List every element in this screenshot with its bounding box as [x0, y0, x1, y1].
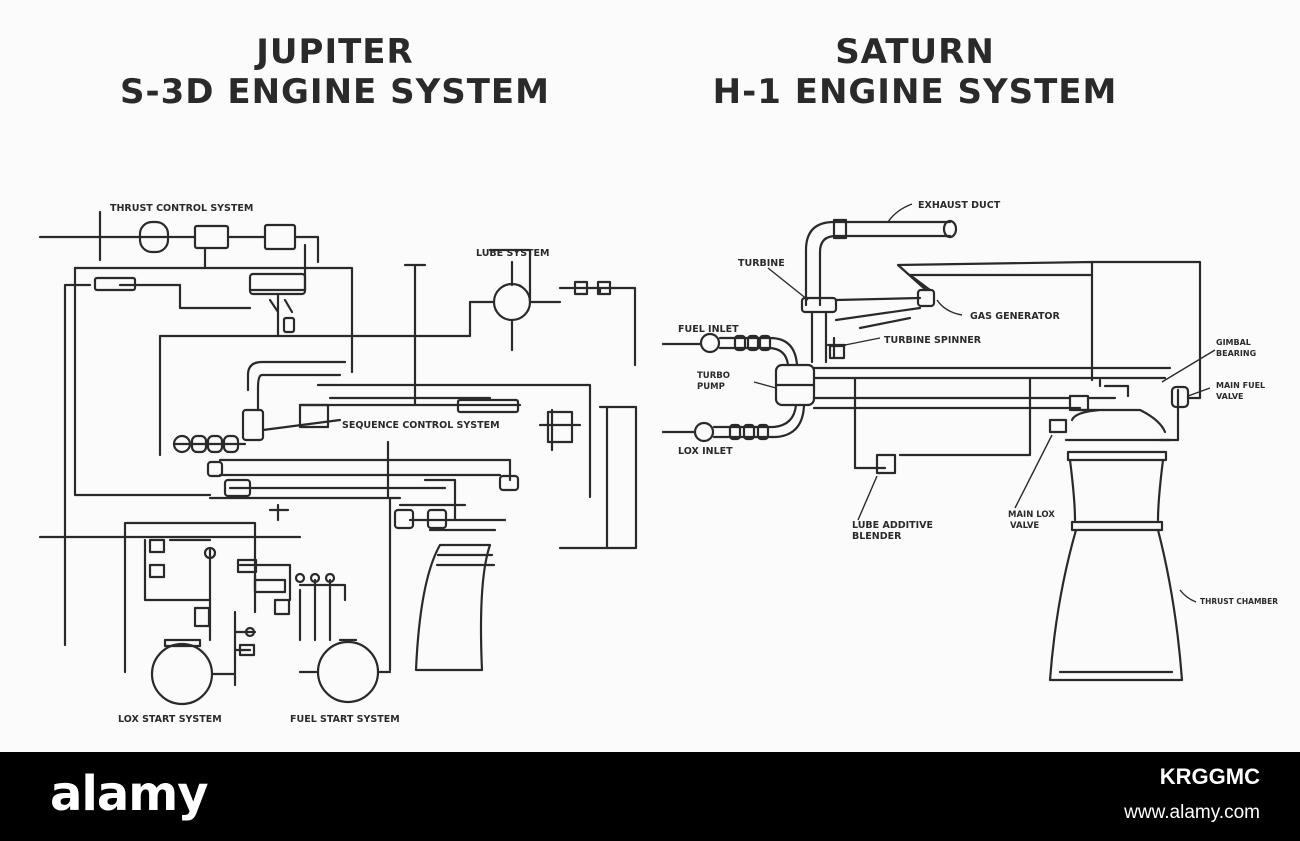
saturn-title-line1: SATURN [835, 32, 995, 72]
saturn-labels: EXHAUST DUCT TURBINE GAS GENERATOR FUEL … [678, 200, 1278, 606]
jupiter-labels: THRUST CONTROL SYSTEM LUBE SYSTEM SEQUEN… [110, 203, 549, 725]
label-main-lox-valve: VALVE [1010, 521, 1039, 531]
label-gimbal: GIMBAL [1216, 338, 1251, 347]
label-turbo: TURBO [697, 371, 730, 381]
label-main-lox: MAIN LOX [1008, 510, 1055, 520]
label-bearing: BEARING [1216, 349, 1256, 358]
label-exhaust-duct: EXHAUST DUCT [918, 200, 1001, 211]
label-blender: BLENDER [852, 531, 902, 542]
jupiter-title: JUPITER S-3D ENGINE SYSTEM [100, 32, 570, 112]
label-fuel-inlet: FUEL INLET [678, 324, 739, 335]
diagram-paper [0, 0, 1300, 752]
label-sequence-control-system: SEQUENCE CONTROL SYSTEM [342, 420, 500, 431]
label-turbine: TURBINE [738, 258, 785, 269]
label-lox-inlet: LOX INLET [678, 446, 733, 457]
saturn-title-line2: H-1 ENGINE SYSTEM [712, 72, 1118, 112]
label-turbine-spinner: TURBINE SPINNER [884, 335, 982, 346]
jupiter-title-line1: JUPITER [256, 32, 414, 72]
label-main-fuel: MAIN FUEL [1216, 381, 1265, 390]
saturn-title: SATURN H-1 ENGINE SYSTEM [700, 32, 1130, 112]
stock-footer: alamy KRGGMC www.alamy.com [0, 752, 1300, 841]
label-gas-generator: GAS GENERATOR [970, 311, 1061, 322]
label-thrust-control-system: THRUST CONTROL SYSTEM [110, 203, 253, 214]
label-main-fuel-valve: VALVE [1216, 392, 1244, 401]
saturn-schematic [661, 218, 1202, 682]
jupiter-title-line2: S-3D ENGINE SYSTEM [120, 72, 550, 112]
alamy-logo: alamy [50, 766, 209, 822]
label-lube-additive: LUBE ADDITIVE [852, 520, 933, 531]
image-id: KRGGMC [1159, 764, 1260, 789]
label-pump: PUMP [697, 382, 725, 392]
saturn-leaders [668, 203, 1216, 603]
site-url: www.alamy.com [1124, 802, 1260, 823]
label-lox-start-system: LOX START SYSTEM [118, 714, 222, 725]
label-thrust-chamber: THRUST CHAMBER [1200, 597, 1278, 606]
engine-schematics: THRUST CONTROL SYSTEM LUBE SYSTEM SEQUEN… [38, 200, 1278, 725]
label-lube-system: LUBE SYSTEM [476, 248, 549, 259]
jupiter-schematic [38, 210, 638, 706]
label-fuel-start-system: FUEL START SYSTEM [290, 714, 400, 725]
